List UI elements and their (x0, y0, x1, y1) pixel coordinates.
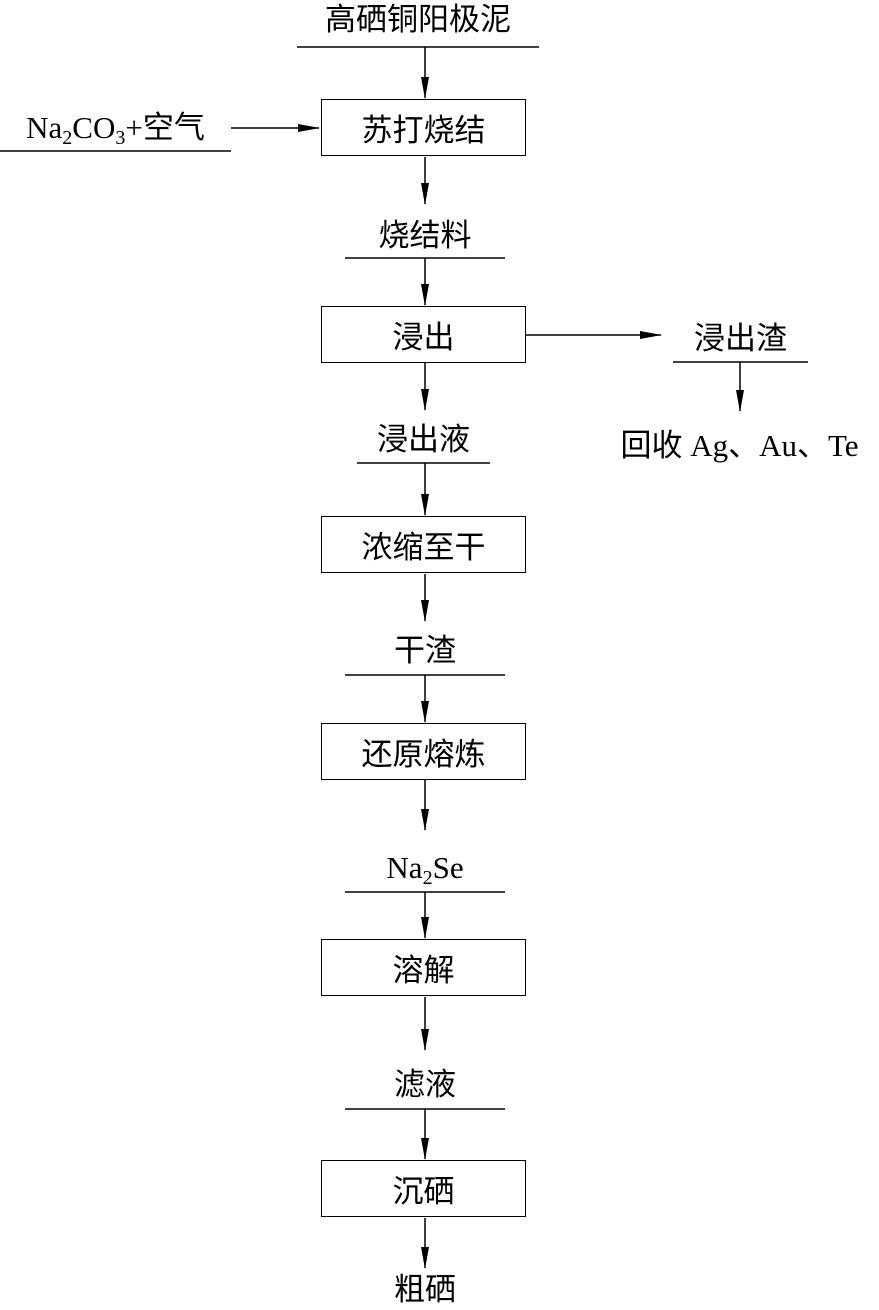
label-recovery: 回收 Ag、Au、Te (620, 428, 859, 463)
label-sinter: 烧结料 (378, 218, 472, 253)
step-dissolution: 溶解 (321, 939, 526, 996)
reagent-part: Na (26, 110, 63, 145)
reagent-subscript: 3 (115, 127, 126, 149)
reagent-part: +空气 (125, 110, 205, 145)
na2se-subscript: 2 (422, 867, 433, 889)
reagent-subscript: 2 (62, 127, 73, 149)
label-na2se: Na2Se (345, 850, 505, 889)
label-leach-residue: 浸出渣 (694, 321, 787, 356)
label-dry-residue: 干渣 (394, 633, 456, 668)
label-product: 粗硒 (394, 1272, 456, 1307)
step-selenium-precipitation: 沉硒 (321, 1160, 526, 1217)
step-reduction-smelting: 还原熔炼 (321, 723, 526, 780)
label-leachate: 浸出液 (377, 422, 470, 457)
na2se-part: Na (386, 850, 423, 885)
label-filtrate: 滤液 (394, 1067, 456, 1102)
step-concentrate: 浓缩至干 (321, 516, 526, 573)
label-start-material: 高硒铜阳极泥 (325, 2, 511, 37)
step-leaching: 浸出 (321, 306, 526, 363)
step-soda-sintering: 苏打烧结 (321, 99, 526, 156)
na2se-part: Se (432, 850, 464, 885)
label-reagent: Na2CO3+空气 (0, 110, 231, 149)
reagent-part: CO (72, 110, 116, 145)
